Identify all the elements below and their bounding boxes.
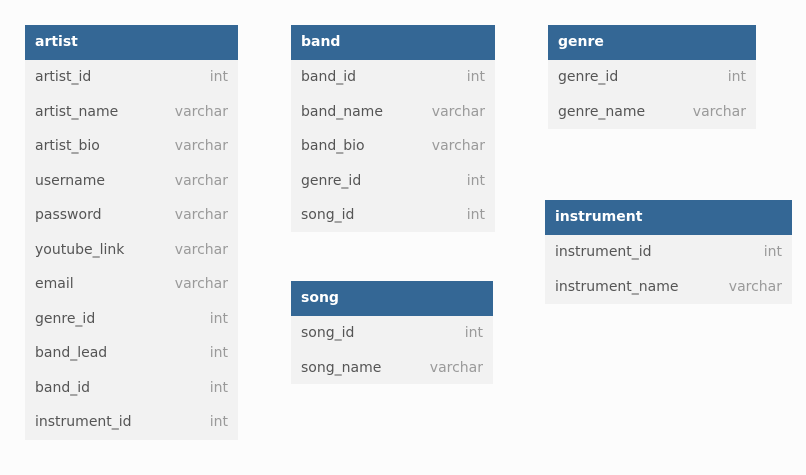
field-type: varchar [692, 103, 746, 120]
field-list: genre_id int genre_name varchar [548, 60, 756, 129]
table-title[interactable]: instrument [545, 200, 792, 235]
field-type: int [209, 310, 228, 327]
field-name: genre_id [558, 69, 619, 86]
table-instrument[interactable]: instrument instrument_id int instrument_na… [545, 200, 792, 304]
field-name: band_name [301, 103, 383, 120]
field-row[interactable]: artist_name varchar [25, 95, 238, 130]
table-song[interactable]: song song_id int song_name varchar [291, 281, 493, 384]
field-name: genre_id [301, 172, 362, 189]
field-row[interactable]: genre_id int [291, 164, 495, 199]
field-name: genre_id [35, 310, 96, 327]
field-row[interactable]: genre_name varchar [548, 95, 756, 130]
field-row[interactable]: song_id int [291, 198, 495, 233]
field-type: int [466, 69, 485, 86]
field-type: int [727, 69, 746, 86]
table-genre[interactable]: genre genre_id int genre_name varchar [548, 25, 756, 129]
field-row[interactable]: band_name varchar [291, 95, 495, 130]
field-row[interactable]: genre_id int [548, 60, 756, 95]
field-name: song_id [301, 207, 355, 224]
field-type: varchar [174, 207, 228, 224]
field-row[interactable]: band_lead int [25, 336, 238, 371]
field-name: artist_bio [35, 138, 100, 155]
table-title[interactable]: song [291, 281, 493, 316]
field-row[interactable]: band_id int [25, 371, 238, 406]
field-type: varchar [174, 276, 228, 293]
field-row[interactable]: instrument_id int [25, 405, 238, 440]
field-row[interactable]: artist_bio varchar [25, 129, 238, 164]
field-row[interactable]: email varchar [25, 267, 238, 302]
field-name: instrument_id [555, 244, 652, 261]
field-name: instrument_id [35, 414, 132, 431]
field-type: int [209, 69, 228, 86]
table-title[interactable]: artist [25, 25, 238, 60]
field-name: genre_name [558, 103, 646, 120]
field-name: youtube_link [35, 241, 125, 258]
field-type: varchar [174, 138, 228, 155]
field-row[interactable]: username varchar [25, 164, 238, 199]
field-type: varchar [728, 278, 782, 295]
field-list: instrument_id int instrument_name varchar [545, 235, 792, 304]
field-type: int [209, 414, 228, 431]
field-name: song_id [301, 325, 355, 342]
field-name: instrument_name [555, 278, 679, 295]
table-title[interactable]: genre [548, 25, 756, 60]
field-name: band_id [35, 379, 91, 396]
field-type: varchar [174, 103, 228, 120]
field-row[interactable]: artist_id int [25, 60, 238, 95]
field-type: int [763, 244, 782, 261]
field-type: int [466, 207, 485, 224]
field-row[interactable]: song_id int [291, 316, 493, 351]
field-type: int [209, 379, 228, 396]
field-name: password [35, 207, 102, 224]
table-title[interactable]: band [291, 25, 495, 60]
field-row[interactable]: instrument_id int [545, 235, 792, 270]
field-row[interactable]: genre_id int [25, 302, 238, 337]
field-type: int [209, 345, 228, 362]
field-type: varchar [429, 359, 483, 376]
field-list: song_id int song_name varchar [291, 316, 493, 385]
field-type: varchar [431, 103, 485, 120]
field-name: band_id [301, 69, 357, 86]
field-name: artist_id [35, 69, 92, 86]
field-type: int [466, 172, 485, 189]
field-type: varchar [174, 241, 228, 258]
field-type: varchar [174, 172, 228, 189]
field-type: int [464, 325, 483, 342]
field-type: varchar [431, 138, 485, 155]
field-row[interactable]: password varchar [25, 198, 238, 233]
field-row[interactable]: youtube_link varchar [25, 233, 238, 268]
field-name: username [35, 172, 105, 189]
field-name: song_name [301, 359, 382, 376]
field-name: band_lead [35, 345, 108, 362]
field-name: band_bio [301, 138, 365, 155]
field-row[interactable]: band_id int [291, 60, 495, 95]
field-row[interactable]: song_name varchar [291, 351, 493, 386]
field-row[interactable]: band_bio varchar [291, 129, 495, 164]
field-name: email [35, 276, 74, 293]
field-row[interactable]: instrument_name varchar [545, 270, 792, 305]
field-name: artist_name [35, 103, 119, 120]
